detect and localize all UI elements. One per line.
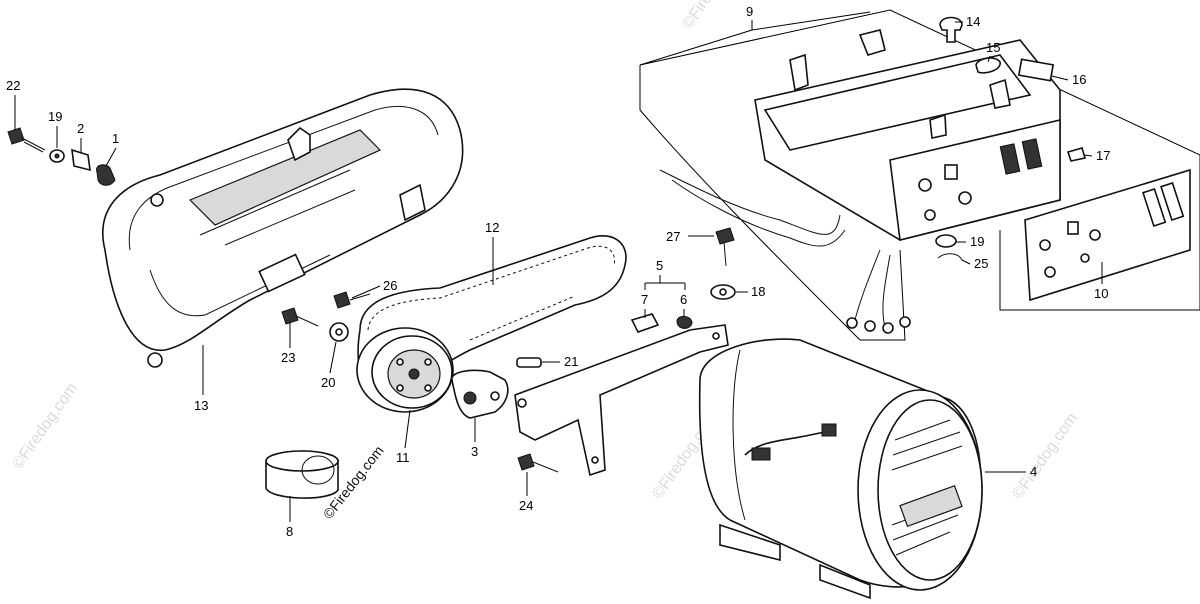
control-box-wiring [659,169,911,334]
callout-10-number: 10 [1094,286,1108,301]
callout-17: 17 [1083,148,1110,163]
mounting-bracket [514,313,729,477]
callout-22: 22 [6,78,20,130]
callout-18-number: 18 [751,284,765,299]
control-box-small-parts [939,16,1087,162]
callout-15-number: 15 [986,40,1000,55]
watermark-3: ©Firedog.com [1009,410,1081,502]
callout-19-left: 19 [48,109,62,148]
callout-25: 25 [961,256,988,271]
callout-4-number: 4 [1030,464,1037,479]
callout-9: 9 [639,4,871,66]
callout-21: 21 [542,354,578,369]
callout-5-number: 5 [656,258,663,273]
fasteners-center-left [281,291,371,342]
callout-13-number: 13 [194,398,208,413]
label-plate [1024,168,1191,302]
fastener-group-top-left [7,127,116,186]
callout-25-number: 25 [974,256,988,271]
callout-12: 12 [485,220,499,285]
callout-17-number: 17 [1096,148,1110,163]
generator [698,338,983,600]
callout-19-right-number: 19 [970,234,984,249]
callout-3-number: 3 [471,444,478,459]
bushing [265,450,339,499]
pulley [356,327,454,413]
callout-18: 18 [736,284,765,299]
callout-7-number: 7 [641,292,648,307]
callout-16: 16 [1051,72,1086,87]
callout-10: 10 [1094,262,1108,301]
callout-15: 15 [986,40,1000,63]
callout-6: 6 [680,292,687,316]
callout-12-number: 12 [485,220,499,235]
callout-9-number: 9 [746,4,753,19]
key [516,357,542,368]
callout-7: 7 [641,292,648,318]
callout-26-number: 26 [383,278,397,293]
callout-20: 20 [321,341,337,390]
callout-3: 3 [471,418,478,459]
callout-14-number: 14 [966,14,980,29]
callout-5: 5 [644,258,686,290]
callouts: 22 19 2 1 13 12 26 23 [6,4,1110,539]
watermark-1: ©Firedog.com [9,380,81,472]
callout-16-number: 16 [1072,72,1086,87]
callout-11: 11 [396,409,411,465]
callout-27: 27 [666,229,714,244]
callout-24-number: 24 [519,498,533,513]
callout-23-number: 23 [281,350,295,365]
callout-8: 8 [286,496,293,539]
callout-4: 4 [985,464,1037,479]
callout-2-number: 2 [77,121,84,136]
callout-22-number: 22 [6,78,20,93]
right-fasteners [710,227,963,300]
tensioner [451,369,509,419]
callout-8-number: 8 [286,524,293,539]
callout-23: 23 [281,322,295,365]
callout-14: 14 [955,14,980,29]
callout-1: 1 [105,131,119,167]
callout-19-right: 19 [956,234,984,249]
callout-21-number: 21 [564,354,578,369]
callout-27-number: 27 [666,229,680,244]
callout-13: 13 [194,345,208,413]
watermark-4: ©Firedog.com [679,0,751,32]
callout-26: 26 [351,278,397,299]
callout-6-number: 6 [680,292,687,307]
callout-2: 2 [77,121,84,152]
callout-24: 24 [519,472,533,513]
bolt-24 [517,453,559,473]
callout-19-left-number: 19 [48,109,62,124]
control-box [754,29,1061,241]
control-box-group-outline [639,9,1200,341]
callout-20-number: 20 [321,375,335,390]
belt-cover [102,88,464,368]
callout-1-number: 1 [112,131,119,146]
callout-11-number: 11 [396,450,410,465]
